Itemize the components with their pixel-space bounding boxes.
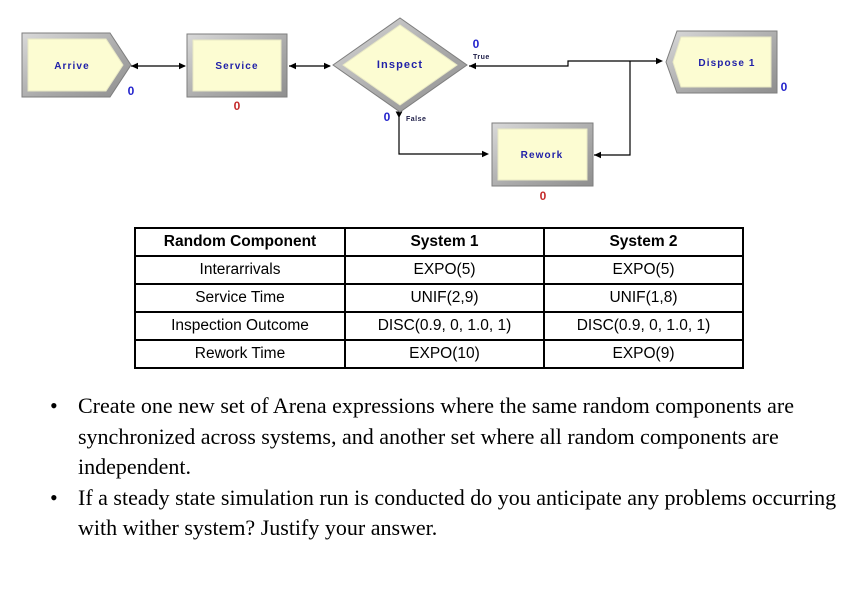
system2-value: EXPO(9) xyxy=(543,339,744,369)
module-inspect-label: Inspect xyxy=(377,59,423,71)
bullet-item-expressions: Create one new set of Arena expressions … xyxy=(48,391,840,483)
system2-value: EXPO(5) xyxy=(543,255,744,285)
row-label: Interarrivals xyxy=(134,255,346,285)
table-row: Interarrivals EXPO(5) EXPO(5) xyxy=(134,255,744,285)
module-dispose[interactable]: Dispose 1 xyxy=(665,30,778,94)
system2-value: DISC(0.9, 0, 1.0, 1) xyxy=(543,311,744,341)
system1-value: DISC(0.9, 0, 1.0, 1) xyxy=(344,311,545,341)
arrive-counter: 0 xyxy=(128,84,135,98)
col-header-system-2: System 2 xyxy=(543,227,744,257)
system1-value: EXPO(10) xyxy=(344,339,545,369)
system1-value: EXPO(5) xyxy=(344,255,545,285)
table-row: Service Time UNIF(2,9) UNIF(1,8) xyxy=(134,283,744,313)
system1-value: UNIF(2,9) xyxy=(344,283,545,313)
module-service-label: Service xyxy=(215,61,258,72)
row-label: Inspection Outcome xyxy=(134,311,346,341)
service-counter: 0 xyxy=(234,99,241,113)
rework-counter: 0 xyxy=(540,189,547,203)
table-row: Rework Time EXPO(10) EXPO(9) xyxy=(134,339,744,369)
connector-service-inspect xyxy=(289,62,331,70)
true-branch-counter: 0 xyxy=(473,37,480,51)
connector-rework-dispose xyxy=(594,61,631,159)
module-dispose-label: Dispose 1 xyxy=(698,58,755,69)
connector-arrive-service xyxy=(131,62,186,70)
random-components-table: Random Component System 1 System 2 Inter… xyxy=(134,227,744,369)
module-arrive[interactable]: Arrive xyxy=(21,32,132,98)
col-header-system-1: System 1 xyxy=(344,227,545,257)
task-bullet-list: Create one new set of Arena expressions … xyxy=(48,391,840,544)
arena-flowchart: Arrive 0 Service 0 Inspect True 0 False … xyxy=(21,17,788,203)
false-branch-label: False xyxy=(406,116,426,123)
row-label: Rework Time xyxy=(134,339,346,369)
table-row: Inspection Outcome DISC(0.9, 0, 1.0, 1) … xyxy=(134,311,744,341)
dispose-counter: 0 xyxy=(781,80,788,94)
module-inspect[interactable]: Inspect xyxy=(332,17,468,113)
false-branch-counter: 0 xyxy=(384,110,391,124)
connector-true-dispose xyxy=(469,57,663,70)
bullet-item-steady-state: If a steady state simulation run is cond… xyxy=(48,483,840,544)
module-rework-label: Rework xyxy=(521,150,564,161)
true-branch-label: True xyxy=(473,54,490,61)
module-rework[interactable]: Rework xyxy=(491,122,594,187)
table-header-row: Random Component System 1 System 2 xyxy=(134,227,744,257)
row-label: Service Time xyxy=(134,283,346,313)
col-header-random-component: Random Component xyxy=(134,227,346,257)
connector-false-rework xyxy=(395,111,489,158)
module-service[interactable]: Service xyxy=(186,33,288,98)
system2-value: UNIF(1,8) xyxy=(543,283,744,313)
module-arrive-label: Arrive xyxy=(54,61,90,72)
